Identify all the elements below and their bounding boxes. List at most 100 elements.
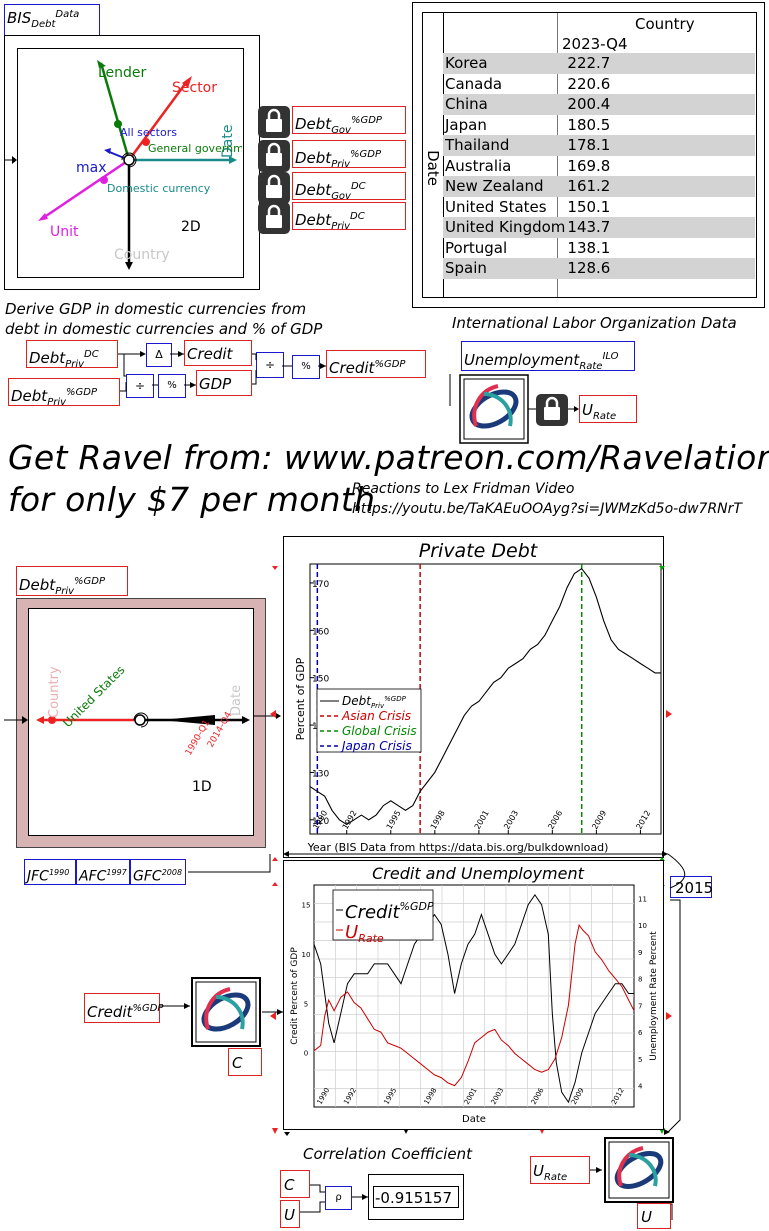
derive-debt-priv-gdp[interactable]: DebtPriv%GDP xyxy=(8,378,120,408)
jfc-param[interactable]: JFC1990 xyxy=(24,859,76,885)
derive-note-line1: Derive GDP in domestic currencies from xyxy=(5,300,307,318)
chart1-y-tick-label: 130 xyxy=(312,769,329,779)
chart2-y-tick-label: 5 xyxy=(304,1000,308,1008)
date-range-start: 1990-Q1 xyxy=(184,718,212,757)
c-variable[interactable]: C xyxy=(228,1048,262,1076)
urate-input[interactable]: URate xyxy=(530,1156,590,1184)
chart1-y-tick-label: 120 xyxy=(312,817,329,827)
general-government-slice: General government xyxy=(148,142,242,155)
ravel-1d-variable[interactable]: DebtPriv%GDP xyxy=(16,566,128,597)
chart2-y-tick-label: 10 xyxy=(302,951,311,959)
derive-note-line2: debt in domestic currencies and % of GDP xyxy=(5,320,323,338)
chart2-y2-tick-label: 7 xyxy=(638,1002,642,1010)
chart2-credit-line xyxy=(313,894,634,1104)
u-variable[interactable]: U xyxy=(637,1203,671,1229)
private-debt-chart[interactable]: Private Debt Percent of GDP Year (BIS Da… xyxy=(283,536,664,858)
correlation-input-c[interactable]: C xyxy=(280,1170,310,1198)
chart2-y2-tick-label: 11 xyxy=(638,895,647,903)
output-debt-priv-gdp[interactable]: DebtPriv%GDP xyxy=(292,140,406,170)
correlation-value: -0.915157 xyxy=(373,1186,459,1208)
ravel-1d-mode: 1D xyxy=(192,779,212,795)
reaction-link[interactable]: https://youtu.be/TaKAEuOOAyg?si=JWMzKd5o… xyxy=(352,501,742,517)
delta-operator[interactable]: Δ xyxy=(146,343,172,367)
gdp-variable[interactable]: GDP xyxy=(196,370,252,396)
ravel-2d-svg[interactable]: Lender Sector Date All sectors max Domes… xyxy=(0,0,769,300)
credit-ravel[interactable] xyxy=(190,976,262,1048)
divide-operator-1[interactable]: ÷ xyxy=(126,374,154,398)
unit-handle[interactable] xyxy=(42,158,130,220)
chart1-y-tick-label: 150 xyxy=(312,675,329,685)
lock-icon[interactable] xyxy=(536,394,568,426)
ravel-logo-icon xyxy=(201,987,251,1032)
reaction-line1: Reactions to Lex Fridman Video xyxy=(352,481,575,497)
all-sectors-slice: All sectors xyxy=(120,126,177,139)
sector-handle[interactable] xyxy=(127,79,190,161)
output-debt-priv-dc[interactable]: DebtPrivDC xyxy=(292,202,406,232)
chart2-xlabel: Date xyxy=(462,1114,486,1125)
chart2-urate-line xyxy=(313,923,635,1087)
output-debt-gov-dc[interactable]: DebtGovDC xyxy=(292,172,406,202)
table-row-axis: Date xyxy=(423,150,442,186)
chart2-y2-tick-label: 5 xyxy=(638,1056,642,1064)
percent-operator-2[interactable]: % xyxy=(292,355,320,379)
lock-icon[interactable] xyxy=(258,140,290,172)
ilo-ravel[interactable] xyxy=(440,370,650,448)
chart2-y2-tick-label: 9 xyxy=(638,949,642,957)
ilo-urate-output[interactable]: URate xyxy=(579,395,637,423)
ilo-title: International Labor Organization Data xyxy=(452,314,737,332)
ilo-unemployment-variable[interactable]: UnemploymentRateILO xyxy=(461,341,635,372)
output-debt-gov-gdp[interactable]: DebtGov%GDP xyxy=(292,106,406,136)
correlation-operator[interactable]: ρ xyxy=(325,1186,352,1210)
correlation-input-u[interactable]: U xyxy=(280,1200,300,1228)
lock-icon[interactable] xyxy=(258,202,290,234)
promo-line1: Get Ravel from: www.patreon.com/Ravelati… xyxy=(8,438,769,477)
chart1-legend-japan: Japan Crisis xyxy=(340,739,412,753)
chart2-ylabel-left: Credit Percent of GDP xyxy=(290,947,300,1045)
bis-debt-data-variable[interactable]: BISDebtData xyxy=(4,4,100,36)
divide-operator-2[interactable]: ÷ xyxy=(256,352,284,378)
chart1-y-tick-label: 170 xyxy=(312,580,329,590)
lender-label: Lender xyxy=(98,65,147,81)
table-date-value: 2023-Q4 xyxy=(562,35,628,53)
table-col-header: Country xyxy=(635,15,695,33)
ravel-1d-svg[interactable]: Country United States Date 1990-Q1 2014-… xyxy=(0,596,290,856)
credit-variable[interactable]: Credit xyxy=(184,340,252,366)
chart2-y-tick-label: 0 xyxy=(304,1050,308,1058)
chart1-series-line xyxy=(309,567,661,826)
chart2-legend xyxy=(332,889,434,941)
credit-gdp-input[interactable]: Credit%GDP xyxy=(84,993,163,1023)
country-label-2d: Country xyxy=(114,247,170,263)
percent-operator-1[interactable]: % xyxy=(158,374,186,398)
chart1-legend xyxy=(316,688,422,753)
unit-label: Unit xyxy=(50,224,79,240)
lock-icon[interactable] xyxy=(258,106,290,138)
credit-unemployment-chart[interactable]: Credit and Unemployment Credit Percent o… xyxy=(283,860,664,1130)
max-label: max xyxy=(76,160,107,176)
chart2-y2-tick-label: 10 xyxy=(638,922,647,930)
urate-ravel[interactable] xyxy=(603,1136,675,1204)
gfc-param[interactable]: GFC2008 xyxy=(130,859,186,885)
afc-param[interactable]: AFC1997 xyxy=(76,859,130,885)
domestic-currency-slice: Domestic currency xyxy=(107,182,211,195)
country-handle-label-1d: Country xyxy=(47,666,62,718)
derive-wires xyxy=(118,351,326,392)
ravel-logo-icon xyxy=(469,384,519,429)
date-label-2d: Date xyxy=(220,125,236,158)
lender-handle[interactable] xyxy=(99,62,131,161)
lock-icons xyxy=(258,106,290,234)
correlation-value-display: -0.915157 xyxy=(368,1174,464,1220)
derive-debt-priv-dc[interactable]: DebtPrivDC xyxy=(26,340,118,370)
chart1-y-tick-label: 160 xyxy=(312,627,329,637)
date-handle-label-1d: Date xyxy=(229,685,244,716)
credit-gdp-variable[interactable]: Credit%GDP xyxy=(326,350,426,378)
lock-icon[interactable] xyxy=(258,172,290,204)
